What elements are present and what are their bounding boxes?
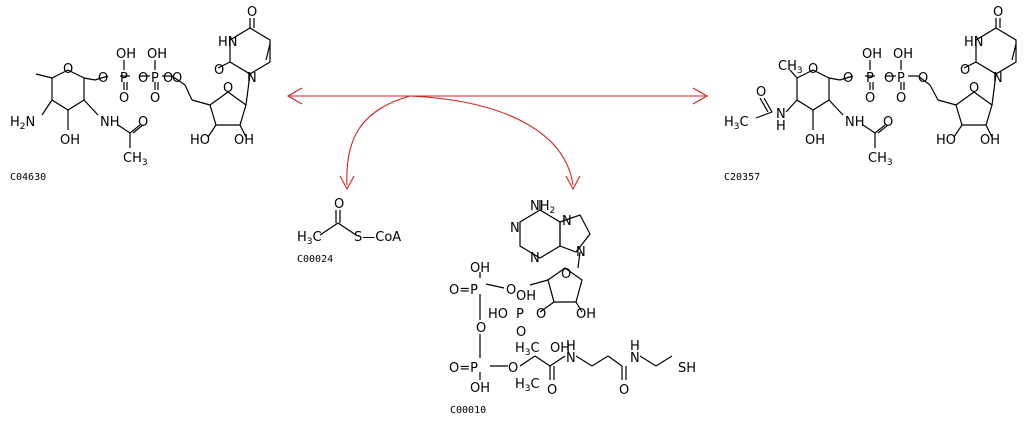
c00010-ho-p: HO	[488, 307, 508, 322]
c04630-p2: P	[151, 71, 159, 86]
c04630-o-ring: O	[63, 62, 73, 77]
arrowhead-left	[286, 87, 303, 105]
c00010-h3c2: H3C	[515, 377, 540, 394]
c20357-o-link2: O	[884, 71, 894, 86]
c20357-ch3b: CH3	[868, 151, 893, 168]
c04630-ch3: CH3	[123, 151, 148, 168]
c04630-hn: HN	[218, 35, 238, 50]
c20357-o-dbl2: O	[896, 91, 906, 106]
arrowhead-c00024	[339, 175, 355, 191]
c20357-o-dbl1: O	[865, 91, 875, 106]
compound-c04630: O HN O N O O OH OH O P O P O O O O H2N N…	[10, 5, 271, 183]
c20357-ch3: CH3	[778, 59, 803, 76]
c00010-oh-top: OH	[470, 261, 490, 276]
c04630-o-left: O	[214, 63, 224, 78]
c20357-oh1: OH	[862, 47, 882, 62]
c00010-o-chain2: O	[508, 361, 518, 376]
c04630-o-link1: O	[98, 71, 108, 86]
c00010-id: C00010	[450, 405, 486, 416]
c04630-oh3: OH	[60, 133, 80, 148]
c00010-oh-mid: OH	[516, 289, 536, 304]
c04630-p1: P	[120, 71, 128, 86]
c04630-nh: NH	[100, 115, 120, 130]
c00024-h3c: H3C	[297, 230, 322, 247]
c00010-o-link1: O	[506, 283, 516, 298]
c20357-id: C20357	[724, 172, 760, 183]
c20357-hn: HN	[964, 35, 984, 50]
c20357-o-left: O	[960, 63, 970, 78]
c00010-h3c1: H3C	[515, 341, 540, 358]
arrowhead-c00010	[565, 175, 581, 191]
c00024-id: C00024	[297, 254, 333, 265]
c00010-p-mid: P	[516, 307, 524, 322]
c00010-o-chain: O	[476, 321, 486, 336]
c20357-oh2: OH	[893, 47, 913, 62]
c04630-o-link2: O	[138, 71, 148, 86]
c00010-o-mid: O	[536, 307, 546, 322]
c00010-o-amide1: O	[547, 383, 557, 398]
c04630-oh4: OH	[234, 133, 254, 148]
c20357-h3c: H3C	[724, 115, 749, 132]
c04630-h2n: H2N	[10, 115, 35, 132]
compound-c00024: O H3C S—CoA C00024	[297, 197, 401, 265]
curved-arrow-to-c00024	[346, 95, 411, 186]
compound-c20357: O HN O N O O OH OH O P O P O O O CH3 O H…	[724, 5, 1017, 183]
c20357-o-top: O	[993, 5, 1003, 20]
c00010-o-eq-p1: O=P	[449, 283, 478, 298]
c00010-n4: N	[576, 245, 586, 260]
c20357-n-ring: N	[993, 71, 1003, 86]
c04630-o-top: O	[247, 5, 257, 20]
c00010-oh-right: OH	[576, 307, 596, 322]
c04630-o-dbl1: O	[119, 91, 129, 106]
c20357-o-acyl2: O	[883, 115, 893, 130]
c00010-nh2: NH2	[530, 199, 555, 216]
compound-c00010: NH2 N N N N OH O=P O O OH O HO P O OH O …	[449, 199, 696, 416]
c20357-o-sugar: O	[969, 81, 979, 96]
c00010-o-amide2: O	[619, 383, 629, 398]
c20357-ho: HO	[936, 133, 956, 148]
c20357-oh3: OH	[805, 133, 825, 148]
c20357-p1: P	[866, 71, 874, 86]
c20357-o-ring: O	[808, 62, 818, 77]
c04630-o-sugar: O	[223, 81, 233, 96]
c00010-oh-bottom: OH	[470, 381, 490, 396]
c00010-nh-a: NH	[566, 339, 576, 366]
reaction-arrows	[286, 87, 709, 191]
c00010-nh-b: NH	[630, 339, 640, 366]
c00010-n3: N	[530, 251, 540, 266]
c00010-oh-chain: OH	[550, 341, 570, 356]
c20357-nh2: NH	[845, 115, 865, 130]
c00010-n1: N	[562, 214, 572, 229]
curved-arrow-to-c00010	[409, 95, 574, 186]
c00010-o-p: O	[516, 325, 526, 340]
c00010-n2: N	[510, 221, 520, 236]
c04630-oh2: OH	[147, 47, 167, 62]
c04630-o-acetyl: O	[138, 115, 148, 130]
c04630-o-link3: O	[163, 71, 173, 86]
c04630-n-ring: N	[247, 71, 257, 86]
c00024-s-coa: S—CoA	[354, 230, 401, 245]
c04630-o-dbl2: O	[150, 91, 160, 106]
c04630-ho1: HO	[190, 133, 210, 148]
c04630-oh1: OH	[116, 47, 136, 62]
c00010-o-sugar: O	[561, 267, 571, 282]
arrowhead-right	[692, 87, 709, 105]
c20357-oh4: OH	[980, 133, 1000, 148]
c00024-o: O	[334, 197, 344, 212]
c20357-p2: P	[897, 71, 905, 86]
c04630-o-link4: O	[172, 71, 182, 86]
c20357-o-link3: O	[918, 71, 928, 86]
c20357-o-link1: O	[843, 71, 853, 86]
c20357-o-acyl: O	[756, 85, 766, 100]
c04630-id: C04630	[10, 172, 46, 183]
c00010-sh: SH	[678, 361, 696, 376]
c00010-o-eq-p2: O=P	[449, 361, 478, 376]
